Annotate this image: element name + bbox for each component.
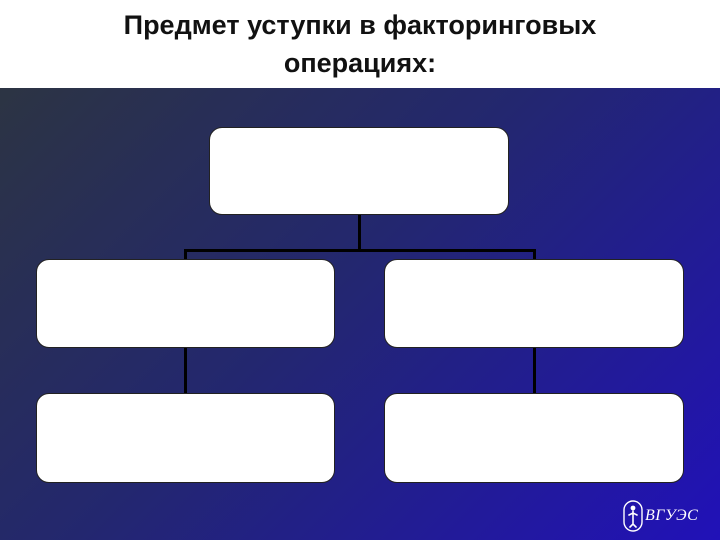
connector-top-vertical: [358, 215, 361, 251]
university-logo: ВГУЭС: [623, 500, 705, 532]
diagram-box-middle-left-text: [37, 260, 334, 347]
connector-right-drop: [533, 249, 536, 261]
connector-right-lower: [533, 347, 536, 395]
diagram-box-bottom-right: [384, 393, 684, 483]
connector-left-drop: [184, 249, 187, 261]
connector-left-lower: [184, 347, 187, 395]
diagram-box-top: [209, 127, 509, 215]
diagram-box-bottom-right-text: [385, 394, 683, 482]
university-logo-text: ВГУЭС: [645, 507, 699, 524]
slide-title-line-2: операциях:: [283, 48, 437, 78]
university-emblem-icon: [623, 500, 643, 532]
diagram-box-top-text: [210, 128, 508, 214]
diagram-box-bottom-left: [36, 393, 335, 483]
connector-horizontal: [184, 249, 536, 252]
slide-title-line-1: Предмет уступки в факторинговых: [123, 10, 597, 40]
slide-title: Предмет уступки в факторинговых операция…: [20, 6, 700, 82]
diagram-box-middle-right-text: [385, 260, 683, 347]
diagram-box-middle-right: [384, 259, 684, 348]
diagram-box-middle-left: [36, 259, 335, 348]
diagram-box-bottom-left-text: [37, 394, 334, 482]
title-area: Предмет уступки в факторинговых операция…: [0, 0, 720, 88]
